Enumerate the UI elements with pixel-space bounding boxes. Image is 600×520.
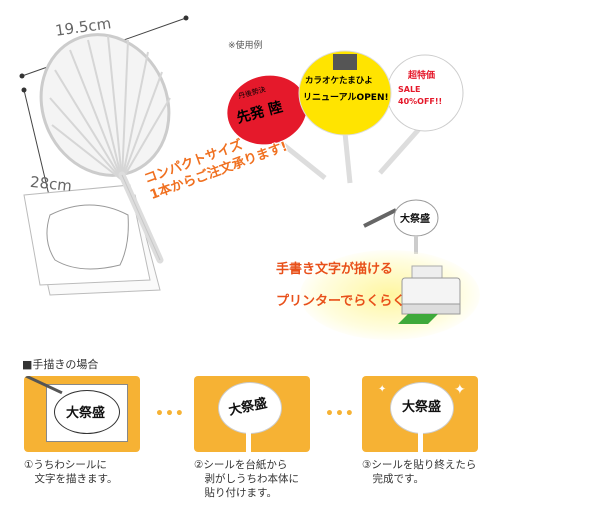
fan-body [218, 382, 282, 434]
fan-handle [246, 430, 251, 452]
finished-fan-handle [418, 430, 423, 452]
fan-sticker-outline [54, 390, 120, 434]
white-sample-fan [378, 54, 464, 175]
fan-illustration [19, 15, 189, 296]
step-1-panel: 大祭盛 [24, 376, 140, 452]
step-separator-1: ••• [155, 406, 185, 422]
printer-icon [398, 265, 461, 324]
handwriting-illustration [363, 199, 439, 254]
step-3-sample-text: 大祭盛 [402, 400, 442, 415]
yellow-fan-text-top: カラオケたまひよ [305, 76, 373, 86]
red-sample-fan [227, 75, 327, 180]
finished-fan-body [390, 382, 454, 434]
usage-example-note: ※使用例 [228, 41, 263, 51]
yellow-fan-text-main: リニューアルOPEN! [303, 93, 389, 103]
sparkle-icon: ✦ [454, 382, 466, 398]
step-separator-2: ••• [325, 406, 355, 422]
step-1-caption: ①うちわシールに 文字を描きます。 [24, 459, 118, 485]
small-fan-sample-text: 大祭盛 [400, 214, 430, 225]
step-3-caption: ③シールを貼り終えたら 完成です。 [362, 459, 477, 485]
white-fan-text-top: 超特価 [408, 71, 436, 81]
printer-feature-text: プリンターでらくらく [276, 294, 406, 309]
step-2-panel: 大祭盛 [194, 376, 310, 452]
handwriting-feature-text: 手書き文字が描ける [276, 262, 394, 277]
white-fan-text-main: SALE 40%OFF!! [398, 85, 443, 106]
step-2-caption: ②シールを台紙から 剥がしうちわ本体に 貼り付けます。 [194, 459, 299, 499]
sparkle-icon: ✦ [378, 384, 387, 395]
yellow-sample-fan [298, 50, 392, 184]
step-3-panel: 大祭盛 ✦ ✦ [362, 376, 478, 452]
step-1-sample-text: 大祭盛 [66, 406, 106, 421]
sample-fans [227, 50, 464, 184]
handwriting-section-title: ■手描きの場合 [22, 358, 99, 371]
